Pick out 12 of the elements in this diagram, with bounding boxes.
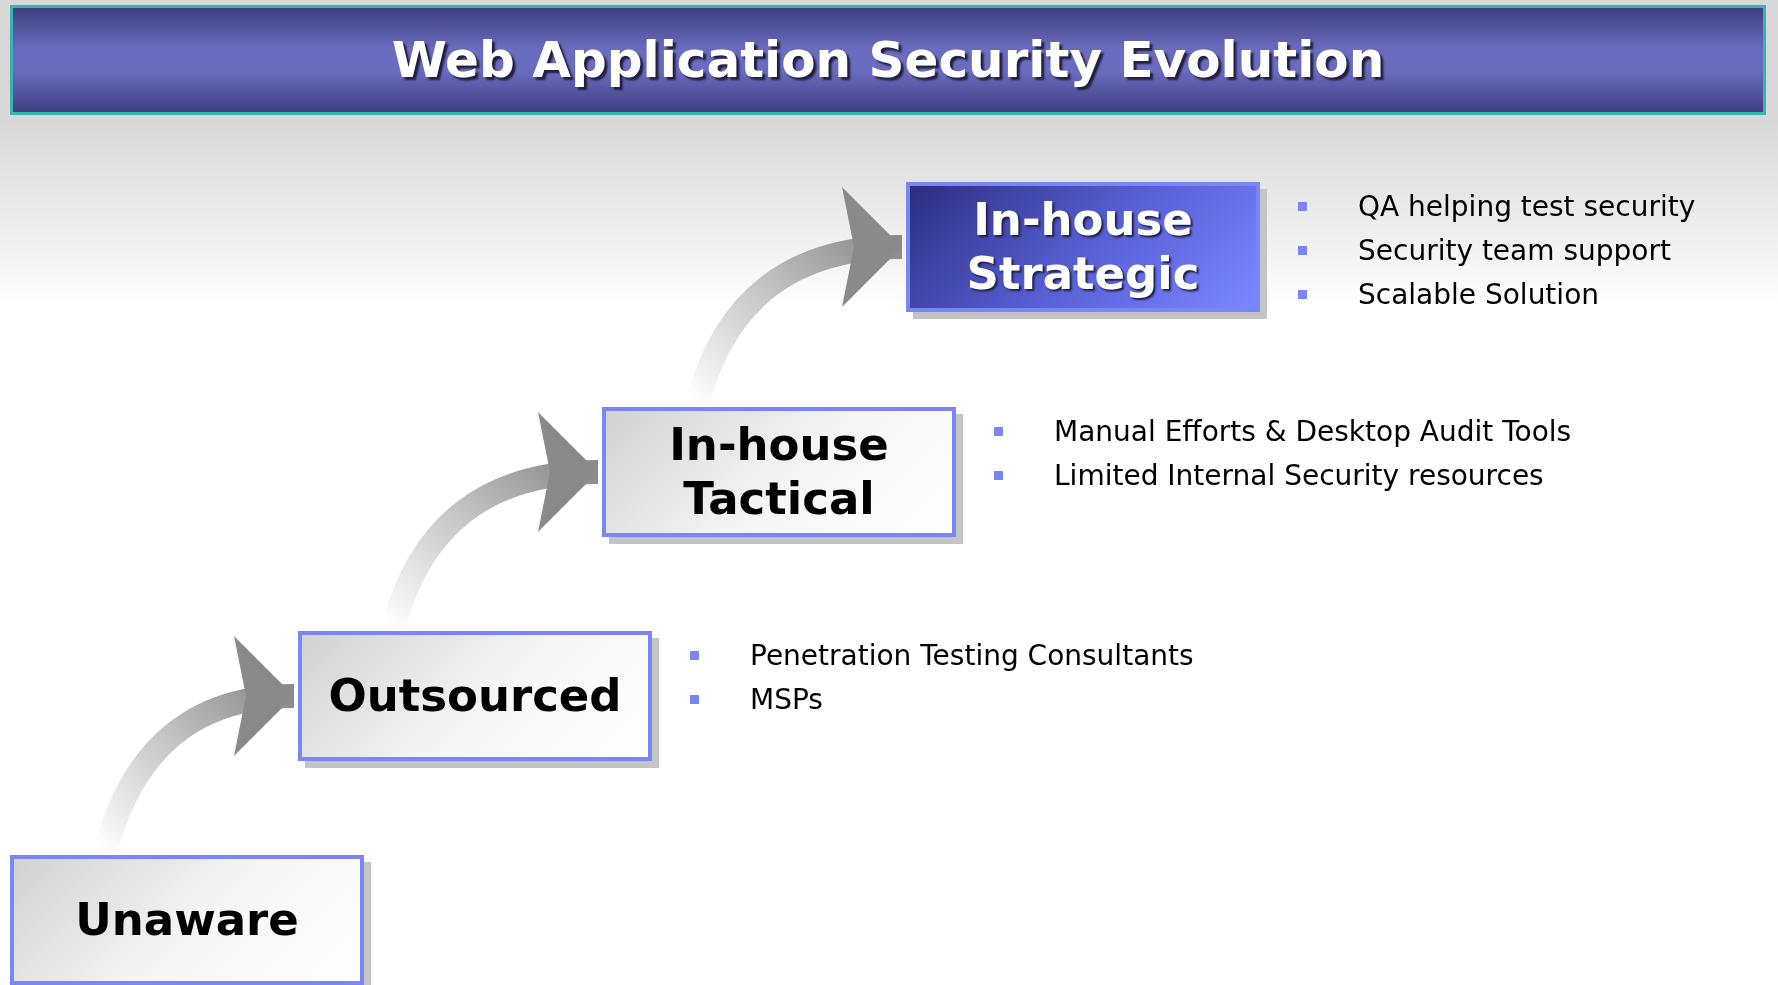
- bullet-item: QA helping test security: [1298, 190, 1696, 223]
- bullet-item: Security team support: [1298, 234, 1671, 267]
- stage-label: In-house Tactical: [668, 418, 890, 526]
- stage-label: Outsourced: [328, 669, 622, 723]
- bullet-item: MSPs: [690, 683, 823, 716]
- bullet-item: Penetration Testing Consultants: [690, 639, 1194, 672]
- stage-label: In-house Strategic: [965, 193, 1201, 301]
- title-text: Web Application Security Evolution: [391, 31, 1385, 89]
- bullet-item: Limited Internal Security resources: [994, 459, 1544, 492]
- bullet-item: Manual Efforts & Desktop Audit Tools: [994, 415, 1572, 448]
- stage-label: Unaware: [75, 893, 299, 947]
- bullet-item: Scalable Solution: [1298, 278, 1599, 311]
